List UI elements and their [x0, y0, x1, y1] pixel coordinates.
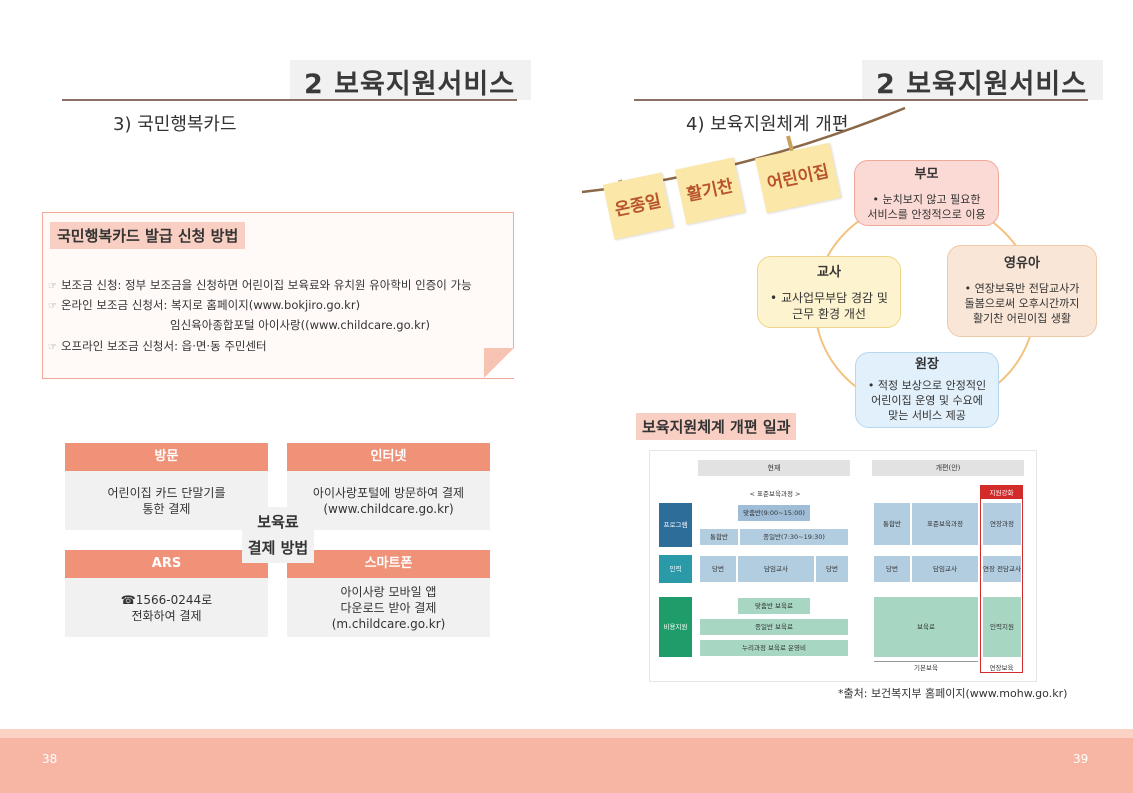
bubble-text: 활기찬 어린이집 생활: [972, 312, 1072, 325]
bubble-text: 서비스를 안정적으로 이용: [867, 208, 986, 221]
subtitle-left: 3) 국민행복카드: [113, 114, 237, 135]
pointing-hand-icon: ☞: [48, 301, 57, 312]
card-line-text: 보조금 신청: 정부 보조금을 신청하면 어린이집 보육료와 유치원 유아학비 …: [60, 278, 472, 292]
header-current: 현재: [698, 460, 850, 476]
cell-extended-teacher: 연장 전담교사: [983, 556, 1021, 582]
bubble-director: 원장 • 적정 보상으로 안정적인 어린이집 운영 및 수요에 맞는 서비스 제…: [855, 352, 999, 428]
method-text: 어린이집 카드 단말기를: [107, 485, 226, 500]
cell-shift: 당번: [700, 556, 736, 582]
tag-all-day: 온종일: [602, 172, 674, 240]
basic-care-arrow: [874, 661, 978, 662]
card-line-4: ☞오프라인 보조금 신청서: 읍·면·동 주민센터: [48, 338, 267, 354]
card-line-2: ☞온라인 보조금 신청서: 복지로 홈페이지(www.bokjiro.go.kr…: [48, 297, 360, 313]
highlight-frame: [980, 485, 1023, 673]
cell-fee: 보육료: [874, 597, 978, 657]
page-number-right: 39: [1073, 752, 1089, 766]
bubble-text: • 교사업무부담 경감 및: [770, 291, 888, 305]
method-body-ars: ☎1566-0244로 전화하여 결제: [65, 578, 268, 637]
cell-custom-fee: 맞춤반 보육료: [738, 598, 810, 614]
payment-label-line: 결제 방법: [247, 539, 309, 557]
reform-comparison-figure: 현재 개편(안) < 표준보육과정 > 지원강화 프로그램 맞춤반(9:00~1…: [649, 450, 1037, 682]
section-divider-right: [634, 99, 1088, 101]
method-head-smartphone: 스마트폰: [287, 550, 490, 578]
subtitle-right: 4) 보육지원체계 개편: [686, 114, 849, 135]
bubble-text: 근무 환경 개선: [792, 307, 866, 321]
bubble-title: 교사: [817, 265, 841, 280]
cell-extended-course: 연장과정: [983, 503, 1021, 545]
method-text: 전화하여 결제: [131, 608, 202, 623]
method-head-internet: 인터넷: [287, 443, 490, 471]
cell-custom-class: 맞춤반(9:00~15:00): [738, 505, 810, 521]
row-label-cost: 비용지원: [659, 597, 692, 657]
row-label-program: 프로그램: [659, 503, 692, 547]
cell-shift-2: 당번: [816, 556, 848, 582]
card-title: 국민행복카드 발급 신청 방법: [50, 222, 246, 249]
bubble-text: 돌봄으로써 오후시간까지: [964, 297, 1080, 310]
bubble-text: • 적정 보상으로 안정적인: [867, 379, 987, 392]
method-text: 아이사랑 모바일 앱: [340, 584, 437, 599]
bubble-title: 영유아: [1004, 256, 1040, 271]
footer: [0, 738, 1133, 793]
payment-methods-label: 보육료 결제 방법: [242, 507, 314, 563]
section-title-right: 2 보육지원서비스: [862, 60, 1104, 100]
method-text: 통한 결제: [142, 501, 191, 516]
bubble-teacher: 교사 • 교사업무부담 경감 및 근무 환경 개선: [757, 256, 901, 328]
bubble-title: 부모: [914, 167, 939, 182]
pointing-hand-icon: ☞: [48, 342, 57, 353]
pointing-hand-icon: ☞: [48, 281, 57, 292]
label-extended-care: 연장보육: [989, 664, 1014, 672]
page-number-left: 38: [42, 752, 58, 766]
method-body-smartphone: 아이사랑 모바일 앱 다운로드 받아 결제(m.childcare.go.kr): [287, 578, 490, 637]
cell-homeroom-2: 담임교사: [912, 556, 978, 582]
cell-all-day-fee: 종일반 보육료: [700, 619, 848, 635]
header-proposed: 개편(안): [872, 460, 1024, 476]
cell-homeroom: 담임교사: [738, 556, 814, 582]
cell-standard-course: 표준보육과정: [912, 503, 978, 545]
tag-lively: 활기찬: [674, 157, 746, 225]
support-badge: 지원강화: [981, 486, 1022, 499]
cell-all-day-class: 종일반(7:30~19:30): [740, 529, 848, 545]
method-text: ☎1566-0244로: [120, 592, 213, 607]
reform-overview-title: 보육지원체계 개편 일과: [636, 413, 797, 440]
card-line-1: ☞보조금 신청: 정부 보조금을 신청하면 어린이집 보육료와 유치원 유아학비…: [48, 277, 472, 293]
bubble-text: 어린이집 운영 및 수요에: [871, 394, 983, 407]
cell-nuri-fee: 누리과정 보육료 운영비: [700, 640, 848, 656]
cell-integrated: 통합반: [700, 529, 738, 545]
cell-integrated-2: 통합반: [874, 503, 910, 545]
method-text: 다운로드 받아 결제(m.childcare.go.kr): [331, 600, 446, 631]
bubble-text: 맞는 서비스 제공: [888, 409, 966, 422]
cell-shift-3: 당번: [874, 556, 910, 582]
card-fold-corner: [484, 348, 514, 378]
card-line-3: 임신육아종합포털 아이사랑((www.childcare.go.kr): [170, 318, 430, 332]
method-text: (www.childcare.go.kr): [323, 501, 454, 516]
section-divider-left: [62, 99, 517, 101]
cell-staff-support: 인력지원: [983, 597, 1021, 657]
method-body-visit: 어린이집 카드 단말기를 통한 결제: [65, 471, 268, 530]
method-text: 아이사랑포털에 방문하여 결제: [312, 485, 465, 500]
row-label-staff: 인력: [659, 555, 692, 583]
label-basic-care: 기본보육: [914, 664, 938, 672]
standard-course-label: < 표준보육과정 >: [749, 490, 801, 498]
footer-band: [0, 729, 1133, 738]
method-head-visit: 방문: [65, 443, 268, 471]
bubble-infant: 영유아 • 연장보육반 전담교사가 돌봄으로써 오후시간까지 활기찬 어린이집 …: [947, 245, 1097, 337]
source-note: *출처: 보건복지부 홈페이지(www.mohw.go.kr): [838, 687, 1068, 700]
method-body-internet: 아이사랑포털에 방문하여 결제 (www.childcare.go.kr): [287, 471, 490, 530]
bubble-parents: 부모 • 눈치보지 않고 필요한 서비스를 안정적으로 이용: [854, 160, 999, 226]
bubble-text: • 눈치보지 않고 필요한: [872, 193, 981, 206]
method-head-ars: ARS: [65, 550, 268, 578]
bubble-text: • 연장보육반 전담교사가: [964, 282, 1080, 295]
payment-label-line: 보육료: [257, 513, 299, 531]
card-line-text: 오프라인 보조금 신청서: 읍·면·동 주민센터: [60, 339, 267, 353]
bubble-title: 원장: [915, 357, 939, 372]
section-title-left: 2 보육지원서비스: [290, 60, 532, 100]
card-line-text: 온라인 보조금 신청서: 복지로 홈페이지(www.bokjiro.go.kr): [60, 298, 361, 312]
